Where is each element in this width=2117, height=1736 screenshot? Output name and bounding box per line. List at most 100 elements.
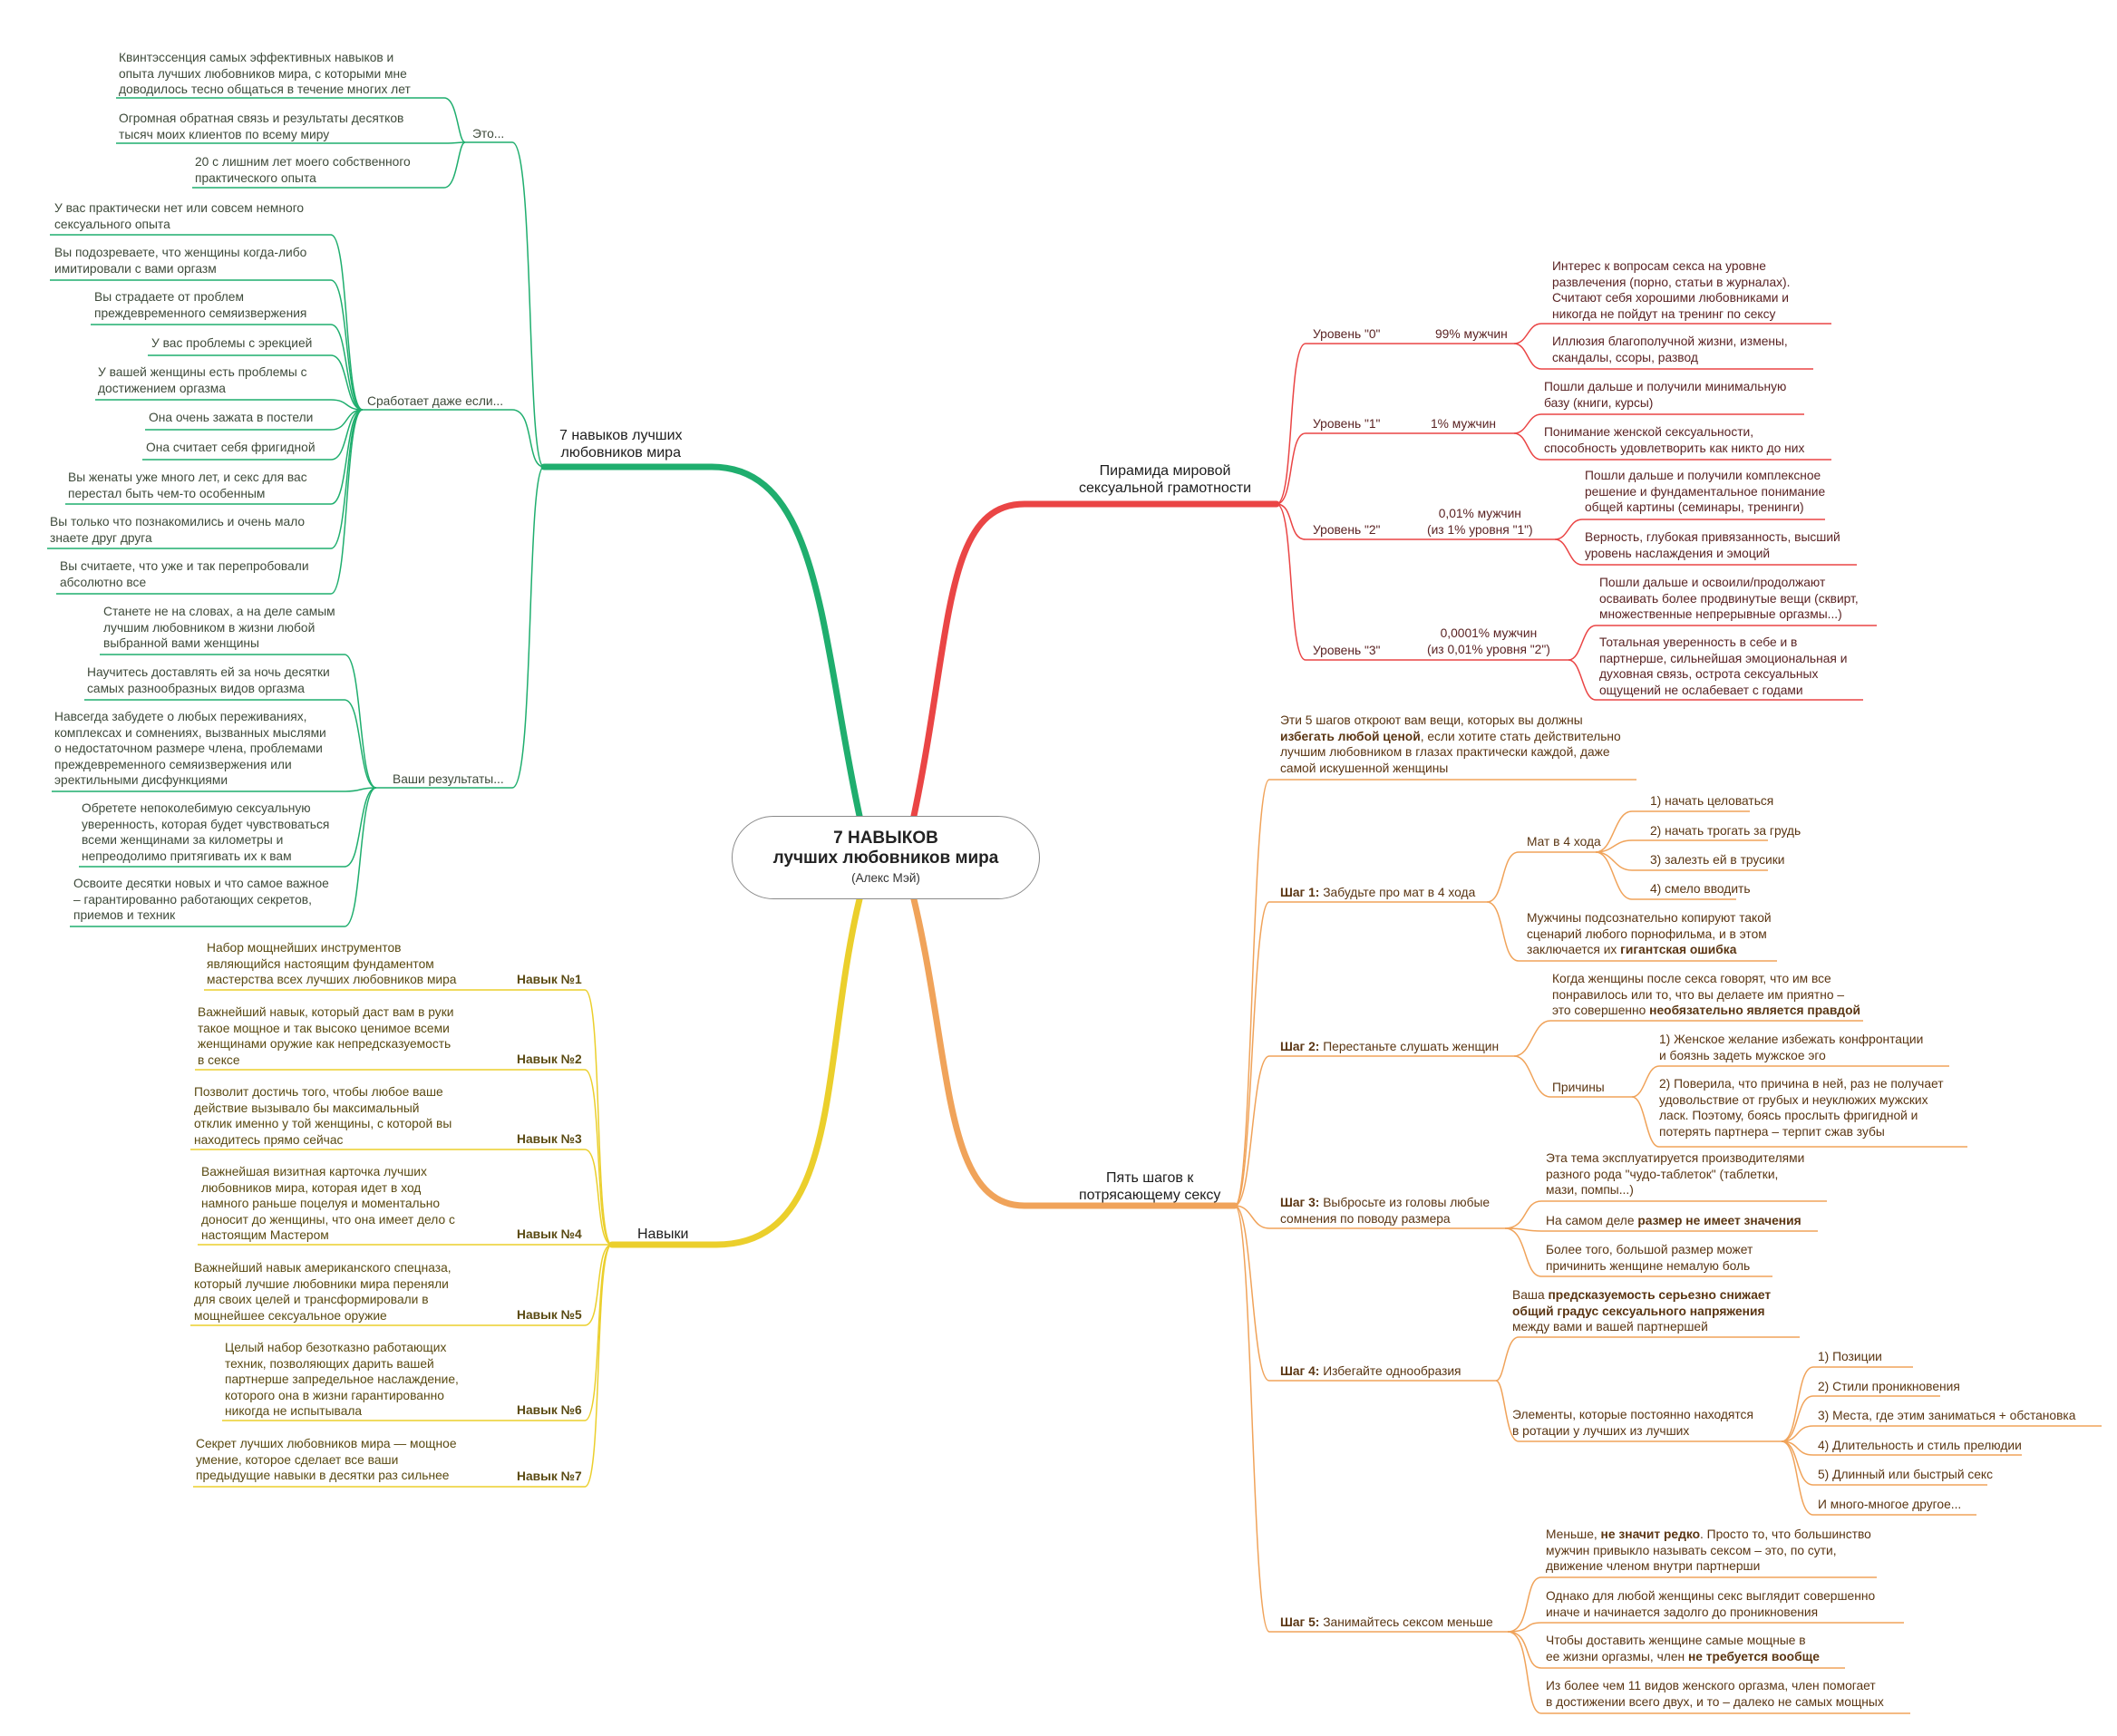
- reason-1[interactable]: 1) Женское желание избежать конфронтации…: [1659, 1033, 1924, 1062]
- step-5[interactable]: Шаг 5: Занимайтесь сексом меньше: [1280, 1615, 1493, 1629]
- skill-5-label[interactable]: Навык №5: [517, 1308, 582, 1322]
- step-4[interactable]: Шаг 4: Избегайте однообразия: [1280, 1364, 1462, 1378]
- level-2-item-2[interactable]: Верность, глубокая привязанность, высший…: [1585, 530, 1840, 560]
- steps-intro[interactable]: Эти 5 шагов откроют вам вещи, которых вы…: [1280, 713, 1621, 775]
- pred-note[interactable]: Ваша предсказуемость серьезно снижает об…: [1512, 1288, 1772, 1334]
- level-3-men[interactable]: 0,0001% мужчин(из 0,01% уровня "2"): [1427, 626, 1550, 656]
- level-1-item-2[interactable]: Понимание женской сексуальности,способно…: [1544, 425, 1805, 455]
- res-item-5[interactable]: Освоите десятки новых и что самое важное…: [73, 877, 329, 922]
- step2-to-when: [1513, 1020, 1863, 1057]
- srab-item-6[interactable]: Она очень зажата в постели: [149, 411, 314, 424]
- elem-3[interactable]: 3) Места, где этим заниматься + обстанов…: [1818, 1409, 2076, 1422]
- center-title: 7 НАВЫКОВ: [833, 829, 938, 848]
- srab-item-1[interactable]: У вас практически нет или совсем немного…: [54, 201, 305, 231]
- branch-green-main: [540, 463, 863, 820]
- elem-5[interactable]: 5) Длинный или быстрый секс: [1818, 1468, 1994, 1481]
- step-3[interactable]: Шаг 3: Выбросьте из головы любые сомнени…: [1280, 1196, 1491, 1226]
- elem-4[interactable]: 4) Длительность и стиль прелюдии: [1818, 1439, 2022, 1452]
- reasons-label[interactable]: Причины: [1552, 1081, 1605, 1094]
- srab-line4: [148, 354, 364, 411]
- less-note[interactable]: Меньше, не значит редко. Просто то, что …: [1546, 1527, 1871, 1573]
- srab-item-10[interactable]: Вы считаете, что уже и так перепробовали…: [60, 559, 309, 589]
- skill-3-label[interactable]: Навык №3: [517, 1132, 582, 1146]
- level-1-men[interactable]: 1% мужчин: [1431, 417, 1497, 431]
- level-2-men[interactable]: 0,01% мужчин(из 1% уровня "1"): [1427, 507, 1533, 537]
- skill-2-label[interactable]: Навык №2: [517, 1052, 582, 1066]
- srab-item-9[interactable]: Вы только что познакомились и очень мало…: [50, 515, 306, 545]
- level-0-item-2[interactable]: Иллюзия благополучной жизни, измены,скан…: [1552, 335, 1788, 364]
- eto-item-2[interactable]: Огромная обратная связь и результаты дес…: [119, 112, 404, 141]
- move-1[interactable]: 1) начать целоваться: [1650, 794, 1774, 808]
- eto-line2: [116, 141, 466, 144]
- when-note[interactable]: Когда женщины после секса говорят, что и…: [1552, 972, 1860, 1017]
- elem-6[interactable]: И много-многое другое...: [1818, 1498, 1962, 1511]
- level-0-label[interactable]: Уровень "0": [1313, 327, 1381, 341]
- l0-item2: [1513, 343, 1813, 370]
- orange-connectors: [1234, 779, 2102, 1714]
- branch-green-title[interactable]: 7 навыков лучших любовников мира: [559, 428, 683, 461]
- branch-yellow-main: [608, 896, 863, 1248]
- res-line3: [52, 787, 377, 792]
- skill-7-label[interactable]: Навык №7: [517, 1469, 582, 1483]
- srab-item-4[interactable]: У вас проблемы с эрекцией: [151, 336, 313, 350]
- step-1[interactable]: Шаг 1: Забудьте про мат в 4 хода: [1280, 886, 1476, 899]
- center-topic[interactable]: 7 НАВЫКОВ лучших любовников мира (Алекс …: [732, 816, 1040, 899]
- of-note[interactable]: Из более чем 11 видов женского оргазма, …: [1546, 1679, 1884, 1709]
- level-2-label[interactable]: Уровень "2": [1313, 523, 1381, 537]
- mat-label[interactable]: Мат в 4 хода: [1527, 835, 1601, 849]
- res-line5: [70, 787, 377, 927]
- res-label[interactable]: Ваши результаты...: [393, 772, 504, 786]
- theme-note[interactable]: Эта тема эксплуатируется производителями…: [1546, 1151, 1805, 1197]
- reason-2[interactable]: 2) Поверила, что причина в ней, раз не п…: [1659, 1077, 1944, 1139]
- srab-label[interactable]: Сработает даже если...: [367, 394, 504, 408]
- skill-2-text[interactable]: Важнейший навык, который даст вам в руки…: [198, 1005, 454, 1067]
- branch-yellow-title[interactable]: Навыки: [637, 1227, 689, 1242]
- skill-6-label[interactable]: Навык №6: [517, 1403, 582, 1417]
- elem-item4: [1781, 1440, 2022, 1456]
- level-3-label[interactable]: Уровень "3": [1313, 644, 1381, 657]
- skill-5-text[interactable]: Важнейший навык американского спецназа,к…: [194, 1261, 452, 1323]
- res-item-3[interactable]: Навсегда забудете о любых переживаниях,к…: [54, 710, 326, 787]
- move-4[interactable]: 4) смело вводить: [1650, 882, 1751, 896]
- eto-label[interactable]: Это...: [472, 127, 505, 141]
- level-1-label[interactable]: Уровень "1": [1313, 417, 1381, 431]
- elem-1[interactable]: 1) Позиции: [1818, 1350, 1882, 1363]
- elem-2[interactable]: 2) Стили проникновения: [1818, 1380, 1960, 1393]
- real-note[interactable]: На самом деле размер не имеет значения: [1546, 1214, 1801, 1227]
- move-2[interactable]: 2) начать трогать за грудь: [1650, 824, 1801, 838]
- skill-4-label[interactable]: Навык №4: [517, 1227, 582, 1241]
- step-2[interactable]: Шаг 2: Перестаньте слушать женщин: [1280, 1040, 1500, 1053]
- srab-item-7[interactable]: Она считает себя фригидной: [146, 441, 316, 454]
- srab-line5: [95, 399, 364, 411]
- move-3[interactable]: 3) залезть ей в трусики: [1650, 853, 1785, 867]
- skill-1-label[interactable]: Навык №1: [517, 973, 582, 986]
- deliver-note[interactable]: Чтобы доставить женщине самые мощные в е…: [1546, 1634, 1820, 1663]
- l1-item1: [1513, 413, 1804, 434]
- however-note[interactable]: Однако для любой женщины секс выглядит с…: [1546, 1589, 1876, 1619]
- level-0-men[interactable]: 99% мужчин: [1435, 327, 1508, 341]
- eto-item-1[interactable]: Квинтэссенция самых эффективных навыков …: [119, 51, 411, 96]
